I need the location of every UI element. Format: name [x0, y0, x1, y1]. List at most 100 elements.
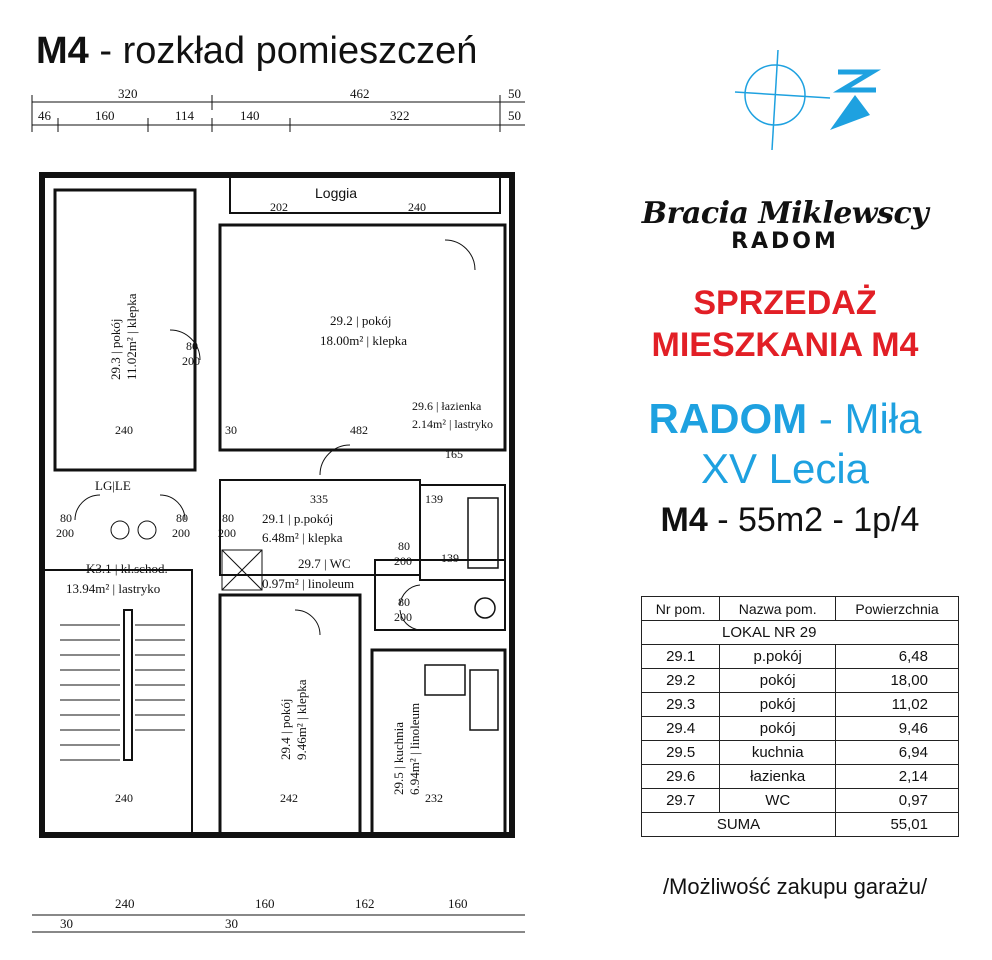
- dim-text: 232: [425, 791, 443, 805]
- dim-text: 240: [115, 791, 133, 805]
- room-29-1-label: 29.1 | p.pokój: [262, 511, 333, 526]
- sum-label: SUMA: [640, 812, 837, 837]
- dim-text: 30: [225, 423, 237, 437]
- table-cell: 11,02: [835, 692, 959, 717]
- table-cell: 6,48: [835, 644, 959, 669]
- location-street-b: XV Lecia: [700, 445, 870, 492]
- room-29-3-label: 29.3 | pokój: [108, 319, 123, 380]
- table-cell: 29.1: [640, 644, 721, 669]
- room-29-6-label: 29.6 | łazienka: [412, 399, 482, 413]
- col-header: Powierzchnia: [835, 596, 959, 621]
- door-height: 200: [394, 610, 412, 624]
- door-height: 200: [172, 526, 190, 540]
- door-width: 80: [60, 511, 72, 525]
- door-width: 80: [222, 511, 234, 525]
- dim-text: 320: [118, 86, 138, 101]
- table-cell: pokój: [719, 692, 837, 717]
- sale-heading: SPRZEDAŻ MIESZKANIA M4: [610, 282, 960, 366]
- table-cell: kuchnia: [719, 740, 837, 765]
- door-width: 80: [398, 595, 410, 609]
- room-k3-1-label: K3.1 | kl.schod.: [86, 561, 168, 576]
- table-cell: 0,97: [835, 788, 959, 813]
- sum-value: 55,01: [835, 812, 959, 837]
- table-cell: 29.6: [640, 764, 721, 789]
- brand-logo: Bracia Miklewscy RADOM: [620, 198, 950, 254]
- table-cell: 2,14: [835, 764, 959, 789]
- dim-text: 139: [425, 492, 443, 506]
- svg-text:0.97m² | linoleum: 0.97m² | linoleum: [262, 576, 354, 591]
- lgile-label: LG|LE: [95, 478, 131, 493]
- page-title: M4 - rozkład pomieszczeń: [36, 30, 478, 72]
- door-width: 80: [176, 511, 188, 525]
- table-cell: 6,94: [835, 740, 959, 765]
- dim-text: 140: [240, 108, 260, 123]
- room-29-7-label: 29.7 | WC: [298, 556, 351, 571]
- table-cell: pokój: [719, 716, 837, 741]
- room-29-5-label: 29.5 | kuchnia: [391, 722, 406, 795]
- door-width: 80: [186, 339, 198, 353]
- sale-line-2: MIESZKANIA M4: [651, 326, 919, 364]
- dim-text: 114: [175, 108, 195, 123]
- brand-city: RADOM: [731, 229, 839, 254]
- table-cell: 29.3: [640, 692, 721, 717]
- door-width: 80: [398, 539, 410, 553]
- col-header: Nr pom.: [640, 596, 721, 621]
- table-cell: 18,00: [835, 668, 959, 693]
- table-cell: 29.4: [640, 716, 721, 741]
- dim-text: 240: [115, 896, 135, 911]
- dim-text: 165: [445, 447, 463, 461]
- dim-text: 240: [115, 423, 133, 437]
- door-height: 200: [394, 554, 412, 568]
- table-cell: 29.5: [640, 740, 721, 765]
- brand-name: Bracia Miklewscy: [641, 196, 929, 231]
- table-cell: 29.7: [640, 788, 721, 813]
- dim-text: 482: [350, 423, 368, 437]
- garage-note: /Możliwość zakupu garażu/: [662, 874, 928, 899]
- floor-plan: 320 462 50 46 160 114 140 322 50 Loggia …: [0, 80, 540, 960]
- location-city: RADOM: [648, 395, 808, 442]
- dim-text: 50: [508, 108, 521, 123]
- dim-text: 30: [60, 916, 73, 931]
- col-header: Nazwa pom.: [719, 596, 837, 621]
- svg-text:9.46m² | klepka: 9.46m² | klepka: [294, 679, 309, 760]
- dim-text: 162: [355, 896, 375, 911]
- apartment-spec: M4 - 55m2 - 1p/4: [660, 501, 920, 539]
- location-heading: RADOM - Miła XV Lecia: [610, 394, 960, 494]
- room-29-2-label: 29.2 | pokój: [330, 313, 391, 328]
- dim-text: 30: [225, 916, 238, 931]
- table-cell: 9,46: [835, 716, 959, 741]
- table-cell: pokój: [719, 668, 837, 693]
- dim-text: 335: [310, 492, 328, 506]
- loggia-label: Loggia: [315, 185, 357, 201]
- dim-text: 322: [390, 108, 410, 123]
- dim-text: 160: [448, 896, 468, 911]
- dim-text: 139: [441, 551, 459, 565]
- svg-text:6.94m² | linoleum: 6.94m² | linoleum: [407, 703, 422, 795]
- dim-text: 202: [270, 200, 288, 214]
- dim-text: 240: [408, 200, 426, 214]
- table-row-lokal: LOKAL NR 29: [641, 620, 959, 645]
- dim-text: 462: [350, 86, 370, 101]
- dim-text: 160: [95, 108, 115, 123]
- dim-text: 160: [255, 896, 275, 911]
- area-table: Nr pom. Nazwa pom. Powierzchnia LOKAL NR…: [640, 596, 959, 837]
- dim-text: 242: [280, 791, 298, 805]
- north-compass-icon: [730, 49, 890, 160]
- door-height: 200: [218, 526, 236, 540]
- location-street-a: - Miła: [807, 395, 922, 442]
- door-height: 200: [56, 526, 74, 540]
- svg-text:2.14m² | lastryko: 2.14m² | lastryko: [412, 417, 493, 431]
- table-cell: p.pokój: [719, 644, 837, 669]
- sale-line-1: SPRZEDAŻ: [693, 284, 877, 322]
- door-height: 200: [182, 354, 200, 368]
- table-cell: łazienka: [719, 764, 837, 789]
- svg-text:13.94m² | lastryko: 13.94m² | lastryko: [66, 581, 160, 596]
- table-header-row: Nr pom. Nazwa pom. Powierzchnia: [640, 596, 959, 621]
